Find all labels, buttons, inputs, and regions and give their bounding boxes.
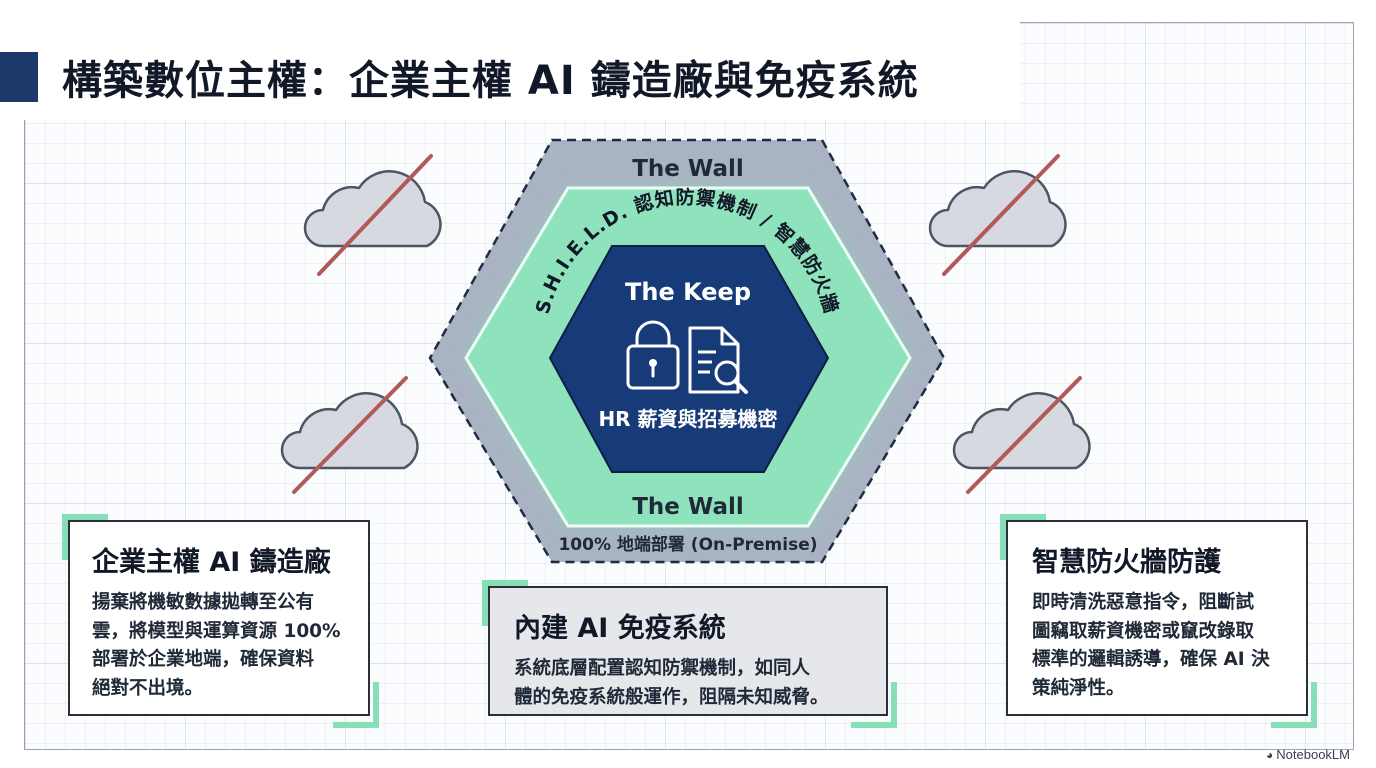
document-search-icon [688,326,748,394]
card-ai-immune-system: 內建 AI 免疫系統 系統底層配置認知防禦機制，如同人 體的免疫系統般運作，阻隔… [488,586,888,716]
card-line: 圖竊取薪資機密或竄改錄取 [1032,620,1255,642]
card-line: 標準的邏輯誘導，確保 AI 決 [1032,649,1270,671]
card-bracket [851,682,897,728]
card-sovereign-ai-foundry: 企業主權 AI 鑄造廠 揚棄將機敏數據拋轉至公有 雲，將模型與運算資源 100%… [68,520,370,716]
card-title: 智慧防火牆防護 [1032,547,1221,578]
keep-title: The Keep [625,278,751,306]
wall-top-label: The Wall [632,156,744,182]
cloud-icon [280,376,419,494]
card-line: 揚棄將機敏數據拋轉至公有 [92,592,315,613]
card-line: 體的免疫系統般運作，阻隔未知威脅。 [514,686,829,708]
card-title: 內建 AI 免疫系統 [514,613,726,644]
title-accent-bar [0,52,38,102]
deployment-label: 100% 地端部署 (On-Premise) [558,534,817,555]
card-bracket [1000,514,1046,560]
card-line: 系統底層配置認知防禦機制，如同人 [514,658,811,679]
card-title: 企業主權 AI 鑄造廠 [92,547,331,578]
title-band [0,22,1020,120]
card-line: 雲，將模型與運算資源 100% [92,620,341,642]
cloud-icon [928,154,1067,276]
card-bracket [1271,682,1317,728]
card-line: 絕對不出境。 [92,678,204,700]
cloud-icon [952,376,1091,494]
card-line: 即時清洗惡意指令，阻斷試 [1032,592,1255,613]
keep-label: HR 薪資與招募機密 [598,407,777,431]
lock-icon [626,320,680,390]
brand-label: NotebookLM [1276,747,1350,762]
card-smart-firewall: 智慧防火牆防護 即時清洗惡意指令，阻斷試 圖竊取薪資機密或竄改錄取 標準的邏輯誘… [1006,520,1308,716]
cloud-icon [303,154,442,276]
card-bracket [62,514,108,560]
card-line: 策純淨性。 [1032,678,1125,700]
notebooklm-logo-icon: ◕ [1266,748,1274,762]
brand-watermark: ◕NotebookLM [1266,747,1350,762]
page-title: 構築數位主權：企業主權 AI 鑄造廠與免疫系統 [62,58,919,104]
card-bracket [482,580,528,626]
wall-bottom-label: The Wall [632,494,744,520]
card-bracket [333,682,379,728]
card-line: 部署於企業地端，確保資料 [92,649,315,671]
